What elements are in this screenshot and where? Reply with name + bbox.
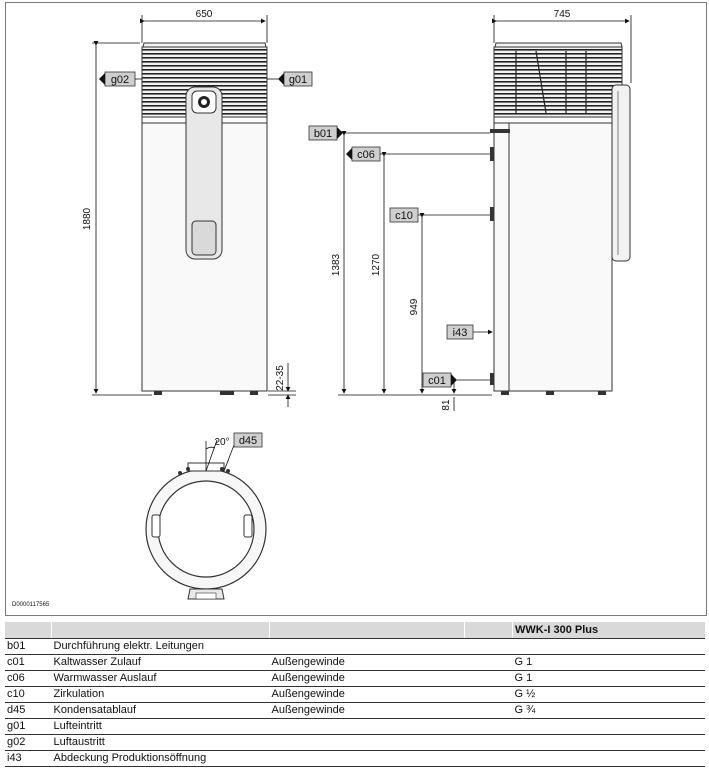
legend-thread: Außengewinde <box>269 654 465 671</box>
legend-thread <box>269 718 465 735</box>
tag-g02: g02 <box>111 74 129 86</box>
legend-size: G ¾ <box>512 702 705 719</box>
side-grille <box>493 46 623 118</box>
legend-size: G 1 <box>512 654 705 671</box>
tag-b01: b01 <box>314 128 332 140</box>
legend-size: G ½ <box>512 686 705 703</box>
legend-size <box>512 750 705 767</box>
legend-code: c06 <box>5 670 52 687</box>
legend-spacer <box>464 670 513 687</box>
legend-code: g01 <box>5 718 52 735</box>
top-view: 20° d45 <box>145 432 267 600</box>
dim-front-width: 650 <box>196 9 213 20</box>
dim-side-depth: 745 <box>554 9 571 20</box>
legend-desc: Warmwasser Auslauf <box>51 670 270 687</box>
legend-desc: Zirkulation <box>51 686 270 703</box>
legend-spacer <box>464 686 513 703</box>
image-id: D0000117565 <box>12 602 50 608</box>
legend-size <box>512 718 705 735</box>
legend-spacer <box>464 734 513 751</box>
tag-c01: c01 <box>428 375 446 387</box>
header-cell <box>269 622 465 639</box>
legend-desc: Durchführung elektr. Leitungen <box>51 638 270 655</box>
dim-1270: 1270 <box>371 253 382 276</box>
tag-i43: i43 <box>453 327 468 339</box>
drawing-svg: 650 1880 22-35 g02 g01 <box>82 9 632 600</box>
header-cell <box>5 622 52 639</box>
legend-desc: Lufteintritt <box>51 718 270 735</box>
legend-code: c01 <box>5 654 52 671</box>
legend-thread <box>269 750 465 767</box>
dim-feet: 22-35 <box>275 365 286 391</box>
tag-g01: g01 <box>289 74 307 86</box>
side-body <box>493 122 613 392</box>
legend-desc: Abdeckung Produktionsöffnung <box>51 750 270 767</box>
legend-code: d45 <box>5 702 52 719</box>
side-panel <box>611 84 631 262</box>
legend-thread: Außengewinde <box>269 670 465 687</box>
legend-size: G 1 <box>512 670 705 687</box>
tag-d45: d45 <box>239 435 257 447</box>
legend-size <box>512 734 705 751</box>
legend-thread: Außengewinde <box>269 686 465 703</box>
side-view: 745 b01 1383 c06 1270 c10 949 i4 <box>308 9 632 411</box>
dim-81: 81 <box>441 399 452 411</box>
header-cell <box>464 622 513 639</box>
legend-header-row: WWK-I 300 Plus <box>5 622 705 639</box>
tag-c06: c06 <box>357 149 375 161</box>
legend-size <box>512 638 705 655</box>
legend-thread <box>269 638 465 655</box>
dim-1383: 1383 <box>331 253 342 276</box>
legend-desc: Luftaustritt <box>51 734 270 751</box>
legend-code: i43 <box>5 750 52 767</box>
header-cell <box>51 622 270 639</box>
legend-spacer <box>464 654 513 671</box>
legend-desc: Kondensatablauf <box>51 702 270 719</box>
legend-thread: Außengewinde <box>269 702 465 719</box>
angle-label: 20° <box>214 437 229 448</box>
dim-949: 949 <box>409 298 420 315</box>
tag-c10: c10 <box>395 210 413 222</box>
technical-drawing: 650 1880 22-35 g02 g01 <box>5 2 707 616</box>
front-view: 650 1880 22-35 g02 g01 <box>82 9 313 407</box>
control-panel <box>185 86 223 260</box>
header-model: WWK-I 300 Plus <box>512 622 705 639</box>
legend-spacer <box>464 718 513 735</box>
legend-code: g02 <box>5 734 52 751</box>
legend-spacer <box>464 702 513 719</box>
legend-code: c10 <box>5 686 52 703</box>
legend-thread <box>269 734 465 751</box>
legend-spacer <box>464 638 513 655</box>
legend-code: b01 <box>5 638 52 655</box>
dim-height-total: 1880 <box>82 207 93 230</box>
legend-spacer <box>464 750 513 767</box>
legend-desc: Kaltwasser Zulauf <box>51 654 270 671</box>
